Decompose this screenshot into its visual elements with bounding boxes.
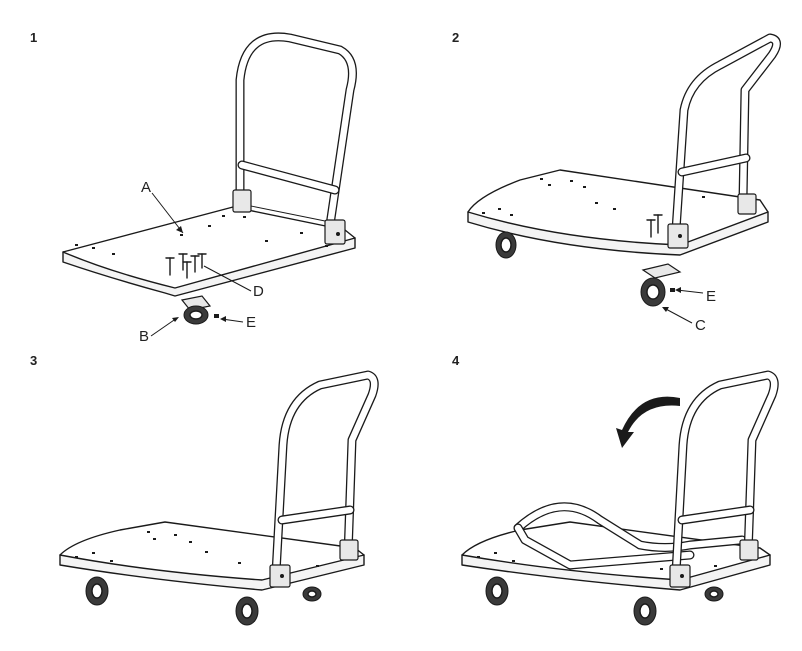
bolts: [165, 253, 207, 279]
step-2-deck: [467, 169, 769, 256]
step-3-deck: [59, 521, 365, 591]
deck-holes: [75, 531, 319, 567]
callout-d: D: [253, 283, 264, 300]
callout-c: C: [695, 317, 706, 334]
step-3-handle: [269, 370, 379, 588]
front-wheel: [495, 231, 517, 259]
folded-handle: [513, 502, 747, 570]
step-1-deck: [62, 206, 356, 297]
step-1-panel: 1: [30, 30, 357, 345]
callout-e-1: E: [246, 314, 256, 331]
caster-wheel: [180, 295, 219, 325]
caster-wheel: [640, 263, 682, 307]
step-4-panel: 4: [452, 353, 779, 626]
step-2-panel: 2: [452, 30, 781, 334]
step-1-number: 1: [30, 30, 37, 45]
rotation-arrow: [616, 396, 680, 448]
callout-e-2: E: [706, 288, 716, 305]
step-4-handle: [669, 370, 779, 588]
step-1-handle: [232, 32, 357, 245]
callout-b: B: [139, 328, 149, 345]
curved-arrow-icon: [616, 396, 680, 448]
step-2-handle: [667, 33, 781, 249]
callout-a: A: [141, 179, 151, 196]
step-4-number: 4: [452, 353, 460, 368]
bolts: [646, 214, 663, 238]
wheels: [85, 576, 322, 626]
deck-holes: [75, 215, 328, 255]
step-3-number: 3: [30, 353, 37, 368]
wheels: [485, 576, 724, 626]
step-3-panel: 3: [30, 353, 379, 626]
step-2-number: 2: [452, 30, 459, 45]
